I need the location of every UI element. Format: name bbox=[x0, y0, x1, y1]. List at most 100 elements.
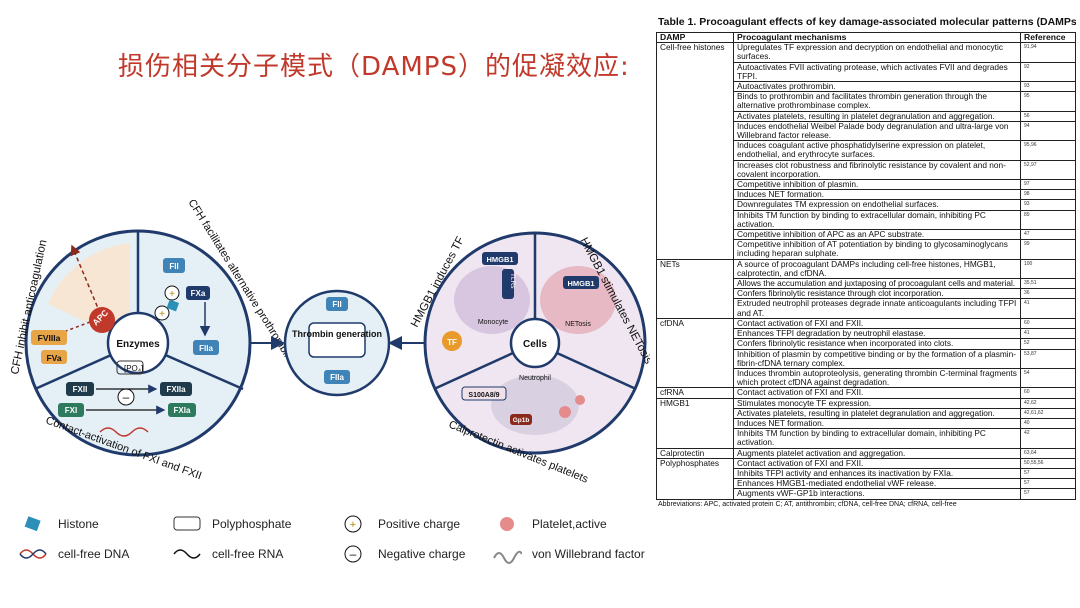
fxii-label: FXII bbox=[73, 385, 88, 394]
mechanism-cell: Contact activation of FXI and FXII. bbox=[733, 317, 1021, 330]
positive-charge-glyph: + bbox=[159, 309, 165, 320]
damp-cell: NETs bbox=[656, 258, 734, 319]
table-row: Binds to prothrombin and facilitates thr… bbox=[657, 91, 1076, 112]
hmgb1-label-a: HMGB1 bbox=[486, 255, 513, 264]
thrombin-label: Thrombin generation bbox=[292, 329, 382, 339]
table-row: Competitive inhibition of AT potentiatio… bbox=[657, 239, 1076, 260]
positive-charge-icon bbox=[164, 285, 180, 301]
table-row: Inhibits TM function by binding to extra… bbox=[657, 428, 1076, 449]
s100-node bbox=[461, 386, 507, 401]
legend-item-vwf: von Willebrand factor bbox=[492, 543, 645, 565]
fxii-node bbox=[66, 382, 94, 396]
page-title: 损伤相关分子模式（DAMPS）的促凝效应: bbox=[118, 52, 630, 82]
positive-charge-icon bbox=[154, 305, 170, 321]
histone-icon bbox=[18, 513, 48, 535]
reference-cell: 52 bbox=[1020, 338, 1076, 350]
svg-text:–: – bbox=[350, 547, 357, 561]
reference-cell: 63,64 bbox=[1020, 447, 1076, 459]
enzymes-label: Enzymes bbox=[116, 339, 160, 350]
reference-cell: 41 bbox=[1020, 298, 1076, 319]
mechanism-cell: A source of procoagulant DAMPs including… bbox=[733, 258, 1021, 280]
legend-item-polyphosphate: Polyphosphate bbox=[172, 513, 291, 535]
header-reference: Reference bbox=[1020, 31, 1076, 44]
reference-cell: 42,62 bbox=[1020, 397, 1076, 409]
cfdna-icon bbox=[18, 543, 48, 565]
platelet-icon bbox=[492, 513, 522, 535]
fxi-label: FXI bbox=[65, 406, 77, 415]
mechanism-cell: Induces thrombin autoproteolysis, genera… bbox=[733, 367, 1021, 389]
reference-cell: 36 bbox=[1020, 288, 1076, 300]
legend-label: Histone bbox=[58, 517, 99, 531]
legend-label: Polyphosphate bbox=[212, 517, 292, 531]
table-row: Increases clot robustness and fibrinolyt… bbox=[657, 159, 1076, 181]
legend-item-negative: – Negative charge bbox=[338, 543, 465, 565]
reference-cell: 41 bbox=[1020, 328, 1076, 340]
apc-arrow-up bbox=[70, 244, 101, 314]
mechanism-cell: Allows the accumulation and juxtaposing … bbox=[733, 278, 1021, 290]
reference-cell: 42 bbox=[1020, 428, 1076, 449]
reference-cell: 93 bbox=[1020, 81, 1076, 93]
netosis-label: NETosis bbox=[565, 321, 591, 328]
mechanism-cell: Downregulates TM expression on endotheli… bbox=[733, 199, 1021, 211]
mechanism-cell: Confers fibrinolytic resistance when inc… bbox=[733, 338, 1021, 350]
mechanism-cell: Autoactivates prothrombin. bbox=[733, 81, 1021, 93]
fviiia-node bbox=[31, 330, 67, 345]
reference-cell: 52,97 bbox=[1020, 159, 1076, 181]
tlr-label: TLRs bbox=[509, 273, 516, 289]
thrombin-line: Thrombin generation bbox=[292, 329, 382, 339]
polyphosphate-label: [PO₄] bbox=[124, 364, 143, 373]
table-header-row: DAMP Procoagulant mechanisms Reference bbox=[656, 31, 1076, 44]
fii-node-center bbox=[326, 297, 348, 311]
mechanism-cell: Extruded neutrophil proteases degrade in… bbox=[733, 298, 1021, 319]
table-row: Extruded neutrophil proteases degrade in… bbox=[657, 298, 1076, 319]
svg-text:+: + bbox=[350, 519, 356, 531]
s100-label: S100A8/9 bbox=[468, 392, 499, 399]
negative-charge-glyph: – bbox=[123, 390, 130, 404]
hmgb1-node-a bbox=[482, 252, 518, 265]
damp-cell: Cell-free histones bbox=[656, 42, 734, 260]
damp-cell: cfRNA bbox=[656, 387, 734, 399]
neutrophil-label: Neutrophil bbox=[519, 375, 551, 382]
fiia-label-center: FIIa bbox=[330, 373, 344, 382]
gp1b-label: Gp1b bbox=[513, 417, 530, 424]
mechanism-cell: Contact activation of FXI and FXII. bbox=[733, 457, 1021, 469]
reference-cell: 54 bbox=[1020, 367, 1076, 389]
reference-cell: 89 bbox=[1020, 209, 1076, 231]
cfrna-icon bbox=[172, 543, 202, 565]
mechanism-cell: Induces coagulant active phosphatidylser… bbox=[733, 140, 1021, 161]
mechanism-cell: Binds to prothrombin and facilitates thr… bbox=[733, 91, 1021, 112]
apc-node bbox=[89, 307, 115, 333]
thrombin-circle bbox=[283, 289, 391, 397]
legend-item-cfrna: cell-free RNA bbox=[172, 543, 283, 565]
mechanism-cell: Induces endothelial Weibel Palade body d… bbox=[733, 120, 1021, 142]
header-mechanisms: Procoagulant mechanisms bbox=[733, 31, 1021, 44]
fva-node bbox=[41, 350, 67, 364]
mechanism-cell: Competitive inhibition of APC as an APC … bbox=[733, 229, 1021, 241]
fxia-node bbox=[168, 403, 196, 417]
reference-cell: 42,61,62 bbox=[1020, 407, 1076, 419]
mechanism-cell: Activates platelets, resulting in platel… bbox=[733, 110, 1021, 122]
cells-label: Cells bbox=[523, 339, 547, 350]
fii-node-left bbox=[163, 258, 185, 273]
fxi-node bbox=[58, 403, 84, 417]
platelet-icon bbox=[559, 406, 571, 418]
fxa-node bbox=[186, 286, 210, 300]
fii-label-center: FII bbox=[332, 300, 341, 309]
fxia-label: FXIa bbox=[174, 406, 191, 415]
reference-cell: 40 bbox=[1020, 417, 1076, 430]
legend: Histone Polyphosphate + Positive charge … bbox=[0, 505, 650, 605]
legend-label: Negative charge bbox=[378, 547, 466, 561]
fviiia-label: FVIIIa bbox=[38, 333, 61, 343]
mechanism-cell: Contact activation of FXI and FXII. bbox=[733, 387, 1021, 399]
fxa-label: FXa bbox=[191, 289, 206, 298]
mechanism-cell: Inhibits TFPI activity and enhances its … bbox=[733, 467, 1021, 480]
cfdna-icon bbox=[99, 427, 149, 437]
monocyte-label: Monocyte bbox=[478, 319, 508, 326]
apc-arrow-fviiia bbox=[65, 321, 91, 332]
